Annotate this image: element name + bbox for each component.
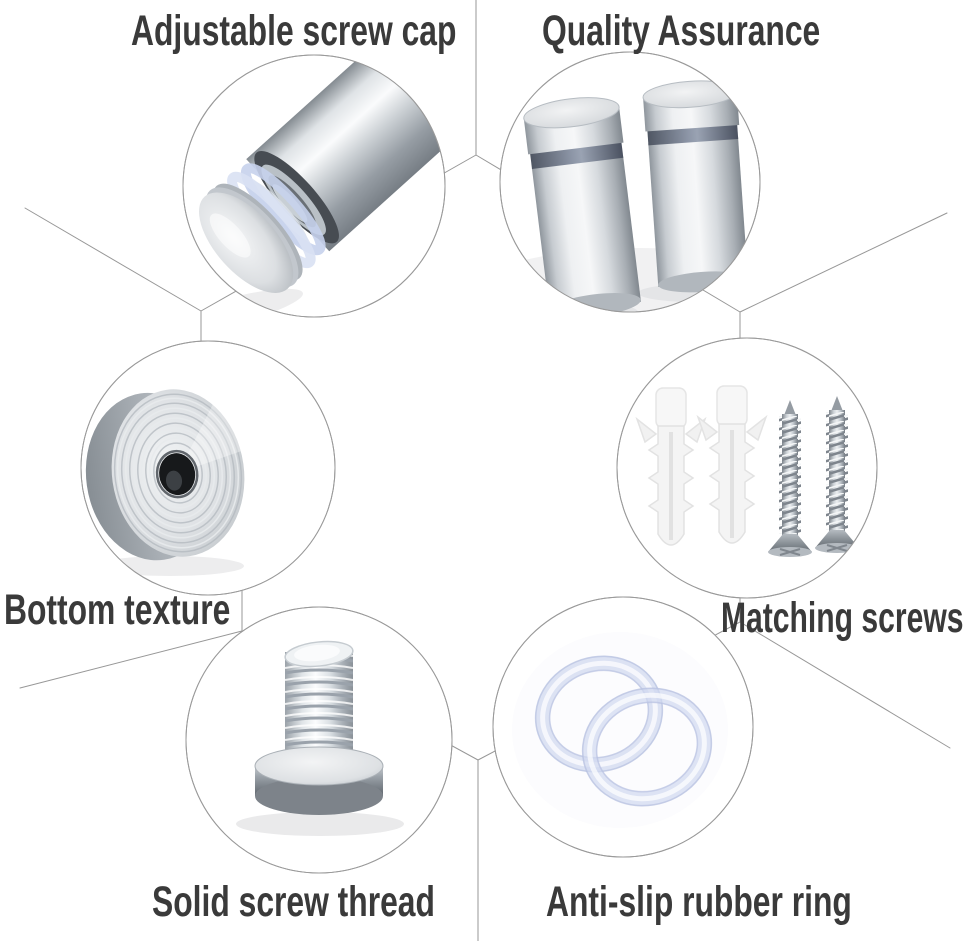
rubber-ring-b: [581, 687, 713, 807]
photo-standoff-cap-closeup: [183, 55, 445, 317]
label-anti-slip-rubber-ring: Anti-slip rubber ring: [546, 878, 852, 926]
mounting-screw: [768, 400, 812, 557]
standoff-left: [523, 97, 641, 312]
cylinder-body: [246, 55, 445, 252]
photo-standoff-bottom-concentric-grooves: [85, 382, 245, 576]
circle-outlines: [80, 51, 878, 874]
concentric-grooves: [113, 393, 243, 553]
label-adjustable-screw-cap: Adjustable screw cap: [131, 7, 457, 55]
photo-threaded-screw-with-base: [236, 640, 404, 836]
photo-wall-anchors-and-screws: [635, 384, 860, 557]
label-quality-assurance: Quality Assurance: [542, 7, 821, 55]
standoff-right: [642, 80, 749, 293]
label-bottom-texture: Bottom texture: [4, 586, 231, 634]
photo-translucent-rubber-rings: [512, 632, 728, 828]
label-solid-screw-thread: Solid screw thread: [152, 878, 435, 926]
label-matching-screws: Matching screws: [720, 594, 963, 642]
